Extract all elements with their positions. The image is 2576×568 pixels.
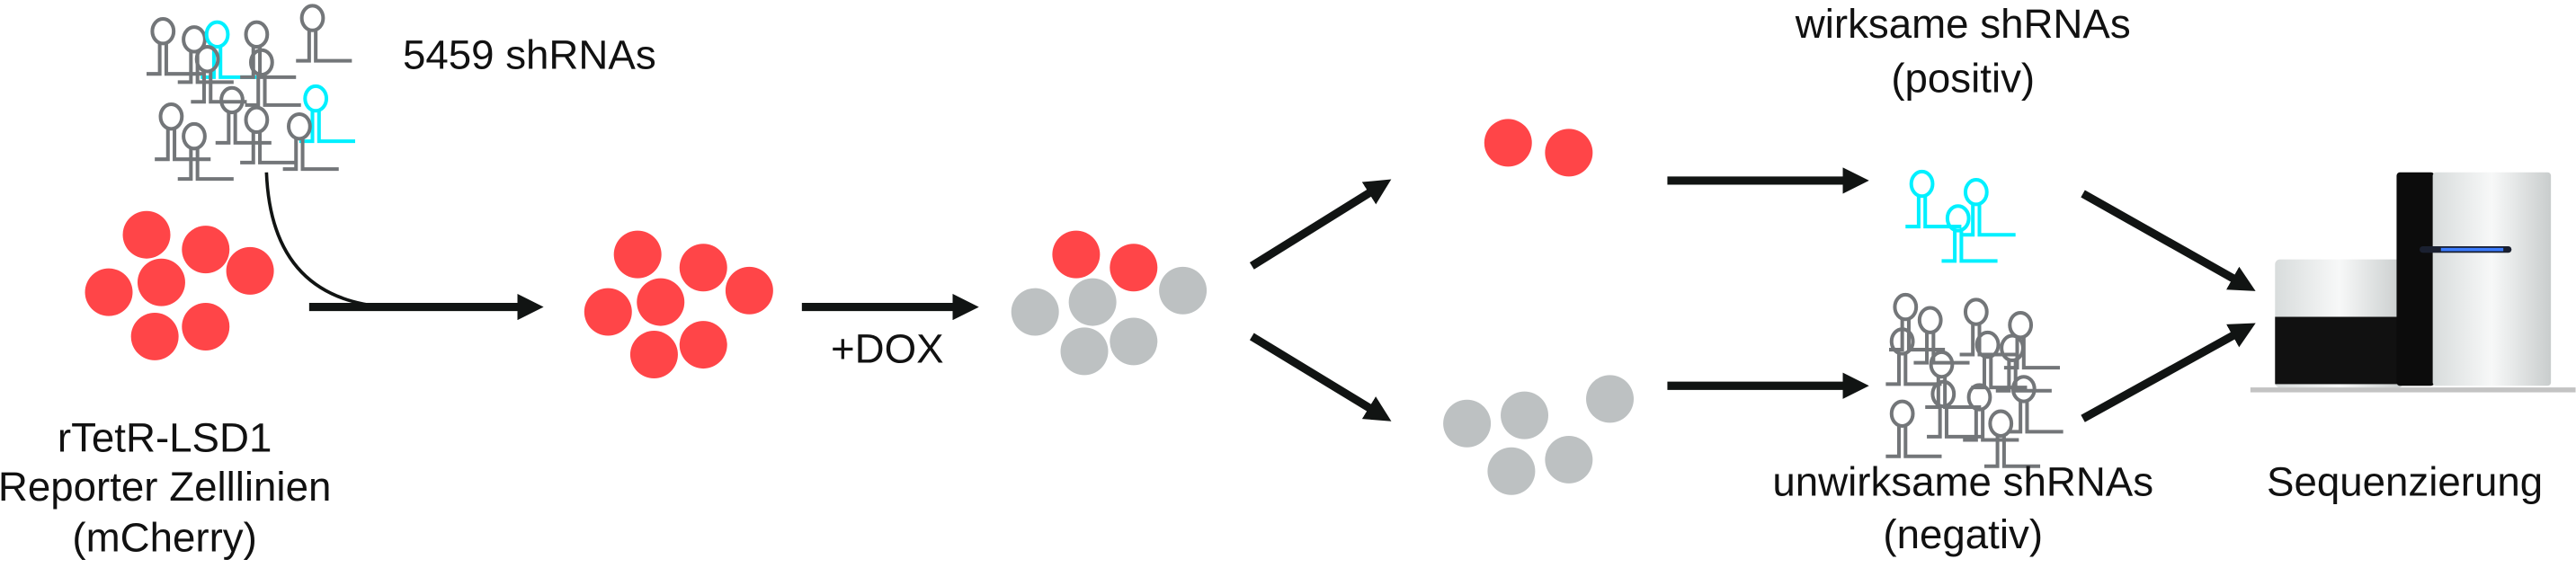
reporter-label-line3: (mCherry) xyxy=(72,515,256,561)
mcherry-positive-cell xyxy=(137,258,185,306)
mcherry-positive-cell xyxy=(1110,244,1158,292)
mcherry-negative-cell xyxy=(1011,288,1059,336)
effective-shrna-icon xyxy=(1941,204,1998,263)
mcherry-positive-cell xyxy=(226,246,274,295)
shrna-icon xyxy=(2007,375,2063,434)
shrna-icon xyxy=(240,105,297,164)
mcherry-positive-cell xyxy=(613,230,662,279)
shrna-icon xyxy=(296,4,352,63)
transduction-curve xyxy=(264,172,387,309)
mcherry-positive-cell xyxy=(122,210,171,259)
mcherry-positive-cell xyxy=(725,266,773,315)
effective-label-line2: (positiv) xyxy=(1891,55,2035,101)
dox-label: +DOX xyxy=(831,326,944,372)
mcherry-negative-cell xyxy=(1487,447,1536,495)
effective-label-line1: wirksame shRNAs xyxy=(1795,1,2131,47)
shrna-hairpins xyxy=(147,4,2063,468)
mcherry-negative-cell xyxy=(1501,391,1549,439)
text-labels: 5459 shRNAs rTetR-LSD1 Reporter Zelllini… xyxy=(0,1,2543,561)
mcherry-negative-cell xyxy=(1159,266,1208,315)
mcherry-negative-cell xyxy=(1443,399,1492,448)
shrna-icon xyxy=(1885,327,1942,386)
mcherry-negative-cell xyxy=(1110,317,1158,366)
arrow-negative-to-sequencer xyxy=(2081,323,2256,422)
shrna-icon xyxy=(1983,409,2041,468)
mcherry-positive-cell xyxy=(637,278,685,326)
mcherry-positive-cell xyxy=(85,268,133,316)
sequencing-label: Sequenzierung xyxy=(2267,459,2543,505)
shrna-icon xyxy=(282,111,339,172)
shrna-icon xyxy=(245,48,301,107)
sequencer-machine xyxy=(2250,172,2576,393)
mcherry-positive-cell xyxy=(679,321,727,369)
shrna-icon xyxy=(1889,292,1946,352)
mcherry-negative-cell xyxy=(1068,278,1117,326)
mcherry-positive-cell xyxy=(182,226,230,274)
mcherry-positive-cell xyxy=(1545,129,1593,177)
mcherry-negative-cell xyxy=(1060,327,1109,376)
shrna-icon xyxy=(1963,383,2019,442)
shrna-icon xyxy=(191,45,247,104)
ineffective-label-line1: unwirksame shRNAs xyxy=(1772,459,2153,505)
mcherry-positive-cell xyxy=(1052,230,1101,279)
ineffective-label-line2: (negativ) xyxy=(1883,511,2043,557)
arrow-positive-to-sequencer xyxy=(2081,190,2256,291)
effective-shrna-icon xyxy=(1905,169,1962,229)
arrow-down-split xyxy=(1249,333,1392,422)
mcherry-negative-cell xyxy=(1545,435,1593,484)
shrna-icon xyxy=(177,121,234,182)
shrna-icon xyxy=(1927,379,1983,439)
mcherry-positive-cell xyxy=(1484,119,1532,167)
mcherry-positive-cell xyxy=(182,303,230,351)
shrna-icon xyxy=(240,20,297,79)
mcherry-negative-cell xyxy=(1586,375,1634,423)
cells xyxy=(85,119,1634,495)
shrna-icon xyxy=(1959,297,2016,357)
reporter-label-line1: rTetR-LSD1 xyxy=(58,414,272,460)
shrna-icon xyxy=(1913,306,1970,365)
arrows xyxy=(264,167,2256,422)
shrna-icon xyxy=(1885,399,1942,458)
arrow-up-split xyxy=(1249,179,1392,270)
effective-shrna-icon xyxy=(1959,178,2016,237)
reporter-label-line2: Reporter Zelllinien xyxy=(0,464,331,510)
mcherry-positive-cell xyxy=(584,288,632,336)
mcherry-positive-cell xyxy=(679,244,727,292)
shrna-icon xyxy=(1995,333,2052,393)
mcherry-positive-cell xyxy=(629,331,678,379)
mcherry-positive-cell xyxy=(130,312,179,360)
library-label: 5459 shRNAs xyxy=(403,32,656,78)
